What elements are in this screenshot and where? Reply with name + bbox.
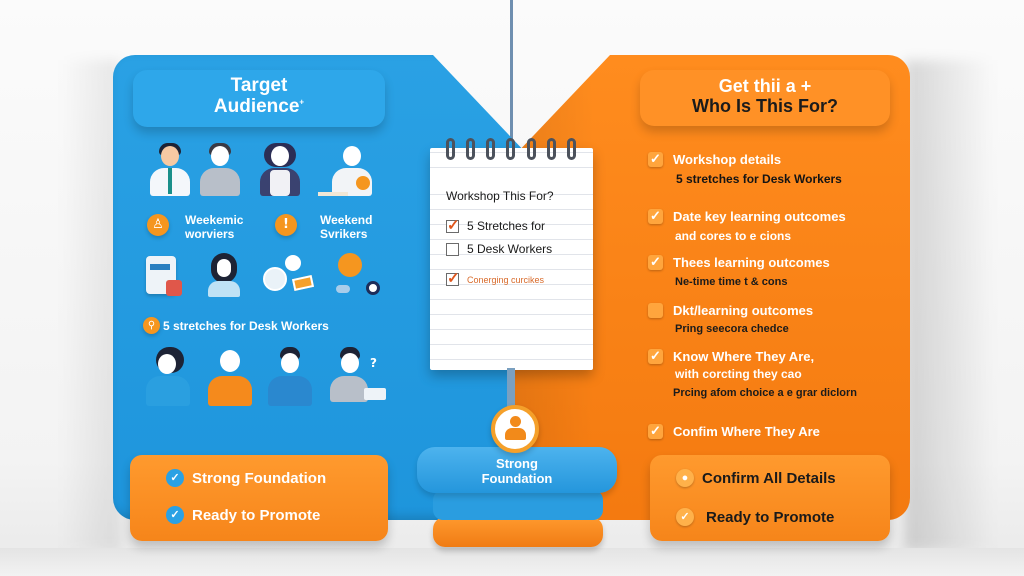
title-line-2: Who Is This For? <box>692 95 838 116</box>
callout-item-strong-foundation: ✓ Strong Foundation <box>166 469 326 487</box>
person-icon: ♙ <box>147 214 169 236</box>
item-detail: Ne-time time t & cons <box>675 276 788 288</box>
person-with-phone-icon <box>148 143 192 198</box>
person-orange-shirt-icon <box>206 350 254 406</box>
woman-avatar-icon <box>208 253 240 297</box>
callout-text: Ready to Promote <box>706 508 835 526</box>
question-icon: ? <box>370 356 377 370</box>
check-icon: ✓ <box>166 506 184 524</box>
devices-chat-icon <box>263 255 315 295</box>
notepad-item-text: Conerging curcikes <box>467 274 545 285</box>
wall-shadow-right <box>905 60 995 550</box>
document-stack-icon <box>146 256 182 296</box>
hanging-string <box>510 0 513 140</box>
wall-shadow-left <box>60 60 120 550</box>
item-main: Know Where They Are, <box>673 349 815 364</box>
checkbox-checked[interactable] <box>446 216 460 234</box>
pedestal-label-1: Strong <box>496 456 538 471</box>
pedestal-middle <box>433 490 603 520</box>
checkbox-unchecked[interactable] <box>446 242 459 256</box>
checkbox-checked[interactable] <box>446 269 460 287</box>
floor <box>0 548 1024 576</box>
checkbox-icon: ✓ <box>648 152 663 167</box>
chat-bubble-icon <box>332 253 382 297</box>
item-detail: 5 stretches for Desk Workers <box>676 172 842 186</box>
callout-text: Strong Foundation <box>192 469 327 487</box>
item-main: Date key learning outcomes <box>673 209 846 224</box>
item-detail: Pring seecora chedce <box>675 323 789 335</box>
bell-icon: ● <box>676 469 694 487</box>
pedestal-base <box>433 517 603 547</box>
spiral-binding <box>446 138 576 162</box>
target-audience-title: Target Audience+ <box>133 70 385 127</box>
notepad-item-text: 5 Desk Workers <box>467 242 553 256</box>
item-main: Workshop details <box>673 152 782 167</box>
checkbox-icon: ✓ <box>648 255 663 270</box>
notepad-item: 5 Desk Workers <box>446 242 552 256</box>
notepad <box>430 148 593 370</box>
woman-blue-shirt-icon <box>144 347 192 406</box>
checkbox-icon <box>648 303 663 318</box>
title-line-1: Get thii a + <box>718 76 812 96</box>
left-summary-callout: ✓ Strong Foundation ✓ Ready to Promote <box>130 455 388 541</box>
callout-text: Confirm All Details <box>702 469 836 487</box>
callout-text: Ready to Promote <box>192 506 321 524</box>
item-sub: with corcting they cao <box>675 367 802 381</box>
right-summary-callout: ● Confirm All Details ✓ Ready to Promote <box>650 455 890 541</box>
item-main: Confim Where They Are <box>673 424 820 439</box>
item-sub: and cores to e cions <box>675 229 792 243</box>
man-blue-shirt-icon <box>266 347 314 406</box>
running-person-icon: ⚲ <box>143 317 160 334</box>
check-icon: ✓ <box>676 508 694 526</box>
item-main: Dkt/learning outcomes <box>673 303 814 318</box>
checkbox-icon: ✓ <box>648 349 663 364</box>
pedestal-top: Strong Foundation <box>417 447 617 493</box>
person-at-desk-icon <box>318 146 374 198</box>
callout-item-ready-to-promote: ✓ Ready to Promote <box>166 506 320 524</box>
checkbox-icon: ✓ <box>648 424 663 439</box>
check-icon: ✓ <box>166 469 184 487</box>
person-casual-icon <box>198 143 242 198</box>
item-detail: Prcing afom choice a e grar diclorn <box>673 387 857 399</box>
stretch-line: 5 stretches for Desk Workers <box>163 319 329 333</box>
person-long-hair-icon <box>258 143 302 198</box>
notepad-item: 5 Stretches for <box>446 216 546 234</box>
notepad-stand <box>507 368 515 408</box>
callout-item-confirm-details: ● Confirm All Details <box>676 469 836 487</box>
user-icon <box>491 405 539 453</box>
who-is-this-for-title: Get thii a + Who Is This For? <box>640 70 890 126</box>
person-at-laptop-icon: ? <box>328 347 388 406</box>
exclamation-icon: ! <box>275 214 297 236</box>
notepad-title: Workshop This For? <box>446 189 554 203</box>
checkbox-icon: ✓ <box>648 209 663 224</box>
pedestal-label-2: Foundation <box>481 470 553 486</box>
item-main: Thees learning outcomes <box>673 255 830 270</box>
title-text: Target <box>230 75 288 96</box>
notepad-item-text: 5 Stretches for <box>467 219 546 233</box>
notepad-item: Conerging curcikes <box>446 269 545 287</box>
title-text-2: Audience+ <box>213 95 305 117</box>
callout-item-ready-to-promote: ✓ Ready to Promote <box>676 508 834 526</box>
